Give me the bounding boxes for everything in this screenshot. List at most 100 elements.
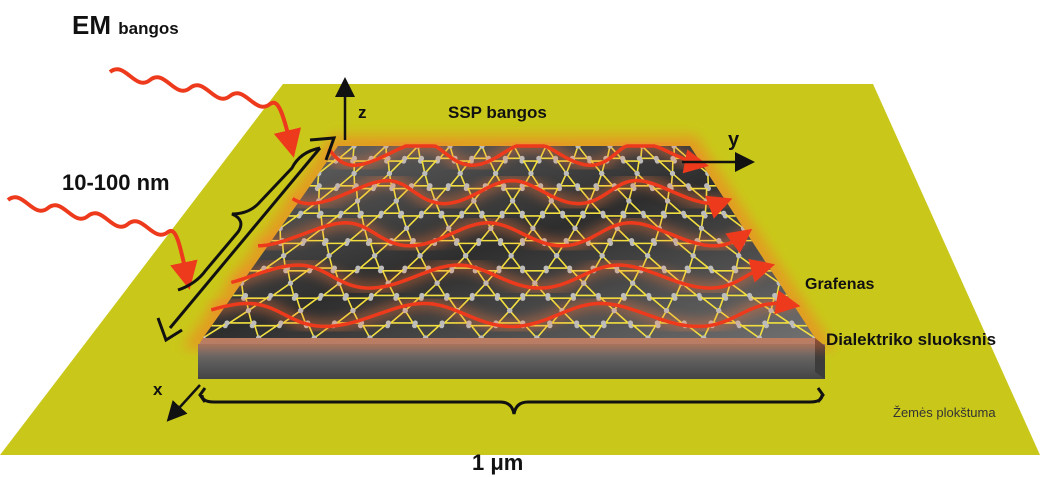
carbon-atom bbox=[721, 292, 727, 299]
carbon-atom bbox=[696, 292, 702, 299]
carbon-atom bbox=[422, 170, 428, 177]
em-main-label: EM bbox=[72, 10, 111, 40]
carbon-atom bbox=[599, 170, 605, 177]
carbon-atom bbox=[351, 170, 357, 177]
carbon-atom bbox=[293, 292, 299, 299]
carbon-atom bbox=[479, 210, 485, 216]
carbon-atom bbox=[721, 210, 727, 216]
carbon-atom bbox=[661, 265, 667, 271]
carbon-atom bbox=[626, 198, 632, 204]
carbon-atom bbox=[704, 183, 710, 189]
carbon-atom bbox=[539, 210, 546, 216]
carbon-atom bbox=[464, 183, 470, 189]
carbon-atom bbox=[496, 265, 502, 271]
carbon-atom bbox=[508, 253, 514, 259]
carbon-atom bbox=[478, 335, 484, 338]
carbon-atom bbox=[663, 307, 670, 314]
carbon-atom bbox=[454, 238, 460, 244]
carbon-atom bbox=[483, 280, 489, 286]
carbon-atom bbox=[701, 335, 707, 338]
carbon-atom bbox=[543, 265, 549, 271]
ssp-label: SSP bangos bbox=[448, 103, 547, 122]
ssp-wave bbox=[210, 290, 801, 329]
carbon-atom bbox=[554, 253, 560, 259]
carbon-atom bbox=[479, 146, 485, 149]
thickness-brace bbox=[177, 146, 321, 292]
width-dimension bbox=[198, 387, 825, 415]
carbon-atom bbox=[358, 210, 364, 216]
em-sub-label: bangos bbox=[118, 19, 179, 38]
carbon-atom bbox=[354, 198, 361, 204]
axes bbox=[166, 77, 755, 422]
carbon-atom bbox=[519, 155, 525, 161]
carbon-atom bbox=[762, 320, 768, 326]
carbon-atom bbox=[645, 253, 651, 259]
carbon-atom bbox=[620, 155, 626, 161]
carbon-atom bbox=[545, 292, 551, 299]
carbon-atom bbox=[708, 265, 714, 271]
carbon-atom bbox=[520, 292, 526, 299]
carbon-atom bbox=[534, 335, 540, 338]
carbon-atom bbox=[660, 210, 666, 216]
carbon-atom bbox=[367, 335, 373, 338]
carbon-atom bbox=[600, 210, 606, 216]
carbon-atom bbox=[469, 155, 475, 161]
carbon-atom bbox=[417, 253, 423, 259]
carbon-atom bbox=[680, 210, 687, 216]
carbon-atom bbox=[311, 335, 317, 338]
carbon-atom bbox=[494, 292, 501, 299]
carbon-atom bbox=[640, 210, 646, 216]
carbon-atom bbox=[664, 198, 671, 204]
carbon-atom bbox=[403, 225, 410, 231]
carbon-atom bbox=[580, 210, 586, 216]
carbon-atom bbox=[567, 265, 573, 271]
z-axis-label: z bbox=[358, 103, 367, 122]
carbon-atom bbox=[439, 320, 445, 326]
ssp-wave bbox=[291, 178, 733, 219]
carbon-atom bbox=[528, 170, 534, 177]
carbon-atom bbox=[698, 225, 705, 231]
carbon-atom bbox=[789, 320, 795, 326]
carbon-atom bbox=[620, 292, 627, 299]
carbon-atom bbox=[519, 210, 525, 216]
ssp-wave bbox=[327, 144, 709, 174]
carbon-atom bbox=[335, 183, 341, 189]
carbon-atom bbox=[402, 155, 408, 161]
carbon-atom bbox=[469, 292, 475, 299]
carbon-atom bbox=[459, 210, 465, 216]
carbon-atom bbox=[386, 170, 393, 177]
ssp-waves bbox=[209, 141, 801, 332]
carbon-atom bbox=[812, 335, 815, 338]
carbon-atom bbox=[419, 292, 425, 299]
carbon-atom bbox=[595, 292, 601, 299]
carbon-atom bbox=[556, 183, 562, 189]
carbon-atom bbox=[367, 238, 373, 244]
carbon-atom bbox=[581, 280, 587, 286]
carbon-atom bbox=[498, 238, 504, 244]
ssp-wave bbox=[258, 221, 753, 254]
em-waves-label: EM bangos bbox=[72, 10, 179, 41]
carbon-atom bbox=[607, 238, 613, 244]
carbon-atom bbox=[323, 238, 329, 244]
carbon-atom bbox=[383, 146, 389, 149]
carbon-atom bbox=[457, 170, 463, 177]
carbon-atom bbox=[756, 335, 762, 338]
carbon-atom bbox=[768, 307, 774, 314]
carbon-atom bbox=[447, 146, 453, 149]
carbon-atom bbox=[445, 183, 451, 189]
carbon-atom bbox=[350, 307, 356, 314]
carbon-atom bbox=[700, 210, 707, 216]
carbon-atom bbox=[378, 210, 384, 216]
carbon-atom bbox=[645, 335, 651, 338]
thickness-label: 10-100 nm bbox=[62, 170, 170, 195]
carbon-atom bbox=[224, 320, 230, 326]
carbon-atom bbox=[434, 280, 440, 286]
carbon-atom bbox=[669, 170, 676, 177]
carbon-atom bbox=[628, 238, 635, 244]
carbon-atom bbox=[427, 183, 433, 189]
carbon-atom bbox=[772, 292, 778, 299]
carbon-atom bbox=[394, 292, 400, 299]
carbon-atom bbox=[368, 292, 375, 299]
carbon-atom bbox=[251, 320, 257, 326]
